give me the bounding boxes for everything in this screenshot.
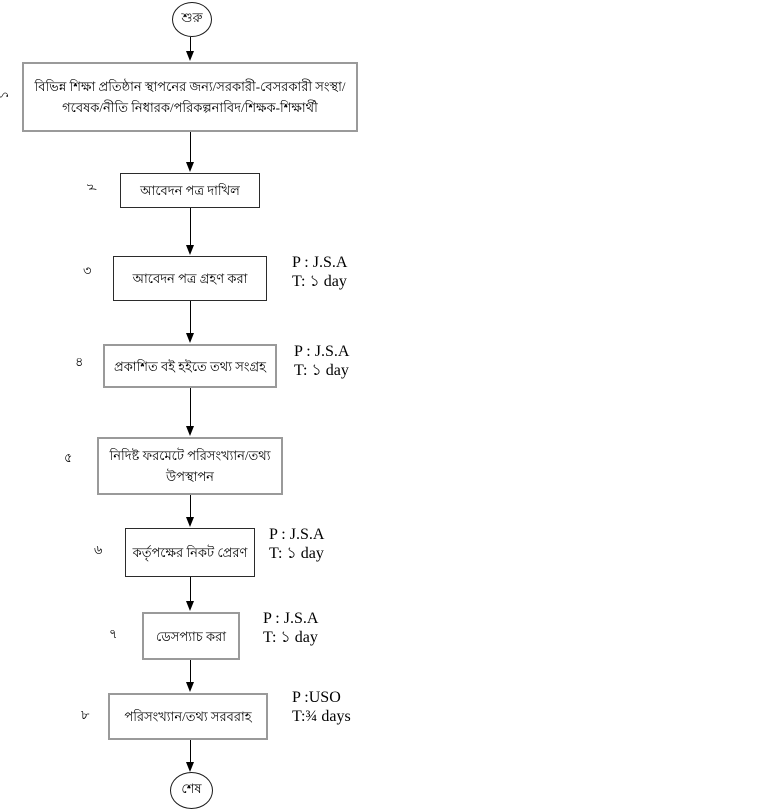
annotation-step-3-person: P : J.S.A — [292, 254, 348, 271]
process-box-2-line-1: আবেদন পত্র দাখিল — [140, 183, 240, 198]
connector-line — [190, 577, 191, 601]
end-label: শেষ — [181, 781, 202, 796]
annotation-step-4: P : J.S.A T: ১ day — [294, 342, 349, 380]
connector-line — [190, 740, 191, 762]
connector-line — [190, 495, 191, 517]
annotation-step-8-person: P :USO — [292, 689, 341, 706]
connector-line — [190, 37, 191, 52]
arrow-down-icon — [186, 333, 194, 343]
process-box-4-line-1: প্রকাশিত বই হইতে তথ্য সংগ্রহ — [114, 358, 266, 374]
annotation-step-4-time: T: ১ day — [294, 362, 349, 379]
connector-line — [190, 208, 191, 245]
start-label: শুরু — [181, 10, 203, 25]
process-box-8: পরিসংখ্যান/তথ্য সরবরাহ — [108, 693, 268, 740]
step-number-6: ৬ — [94, 542, 103, 557]
arrow-down-icon — [186, 426, 194, 436]
arrow-down-icon — [186, 51, 194, 61]
process-box-7: ডেসপ্যাচ করা — [142, 612, 240, 660]
step-number-1: ১ — [0, 91, 11, 99]
annotation-step-3-time: T: ১ day — [292, 273, 347, 290]
annotation-step-3: P : J.S.A T: ১ day — [292, 253, 347, 291]
process-box-6: কর্তৃপক্ষের নিকট প্রেরণ — [125, 528, 255, 577]
process-box-3-line-1: আবেদন পত্র গ্রহণ করা — [132, 271, 248, 286]
step-number-4: ৪ — [75, 354, 84, 369]
annotation-step-6-person: P : J.S.A — [269, 526, 325, 543]
start-terminator: শুরু — [172, 2, 212, 37]
annotation-step-7: P : J.S.A T: ১ day — [263, 609, 318, 647]
annotation-step-4-person: P : J.S.A — [294, 343, 350, 360]
arrow-down-icon — [186, 762, 194, 772]
step-number-8: ৮ — [81, 707, 90, 722]
process-box-5-line-1: নিদিষ্ট ফরমেটে পরিসংখ্যান/তথ্য — [109, 448, 271, 463]
process-box-7-line-1: ডেসপ্যাচ করা — [155, 628, 227, 644]
process-box-8-line-1: পরিসংখ্যান/তথ্য সরবরাহ — [124, 709, 252, 724]
step-number-7: ৭ — [109, 626, 118, 641]
process-box-5: নিদিষ্ট ফরমেটে পরিসংখ্যান/তথ্য উপস্থাপন — [97, 437, 283, 495]
annotation-step-6-time: T: ১ day — [269, 545, 324, 562]
end-terminator: শেষ — [170, 772, 213, 809]
arrow-down-icon — [186, 682, 194, 692]
process-box-1-line-1: বিভিন্ন শিক্ষা প্রতিষ্ঠান স্থাপনের জন্য/… — [34, 79, 346, 94]
connector-line — [190, 301, 191, 333]
step-number-5: ৫ — [64, 450, 73, 465]
annotation-step-8-time: T:¾ days — [292, 708, 351, 725]
arrow-down-icon — [186, 601, 194, 611]
process-box-2: আবেদন পত্র দাখিল — [120, 173, 260, 208]
process-box-5-line-2: উপস্থাপন — [166, 469, 214, 484]
arrow-down-icon — [186, 517, 194, 527]
connector-line — [190, 132, 191, 162]
step-number-2: ২ — [83, 178, 99, 196]
annotation-step-6: P : J.S.A T: ১ day — [269, 525, 324, 563]
connector-line — [190, 660, 191, 682]
process-box-3: আবেদন পত্র গ্রহণ করা — [113, 256, 267, 301]
step-number-3: ৩ — [83, 263, 92, 278]
process-box-1-line-2: গবেষক/নীতি নিধারক/পরিকল্পনাবিদ/শিক্ষক-শি… — [62, 100, 318, 115]
process-box-6-line-1: কর্তৃপক্ষের নিকট প্রেরণ — [132, 545, 248, 560]
annotation-step-8: P :USO T:¾ days — [292, 688, 351, 726]
connector-line — [190, 388, 191, 426]
annotation-step-7-person: P : J.S.A — [263, 610, 319, 627]
arrow-down-icon — [186, 245, 194, 255]
process-box-1: বিভিন্ন শিক্ষা প্রতিষ্ঠান স্থাপনের জন্য/… — [22, 62, 358, 132]
arrow-down-icon — [186, 162, 194, 172]
annotation-step-7-time: T: ১ day — [263, 629, 318, 646]
process-box-4: প্রকাশিত বই হইতে তথ্য সংগ্রহ — [103, 344, 277, 388]
